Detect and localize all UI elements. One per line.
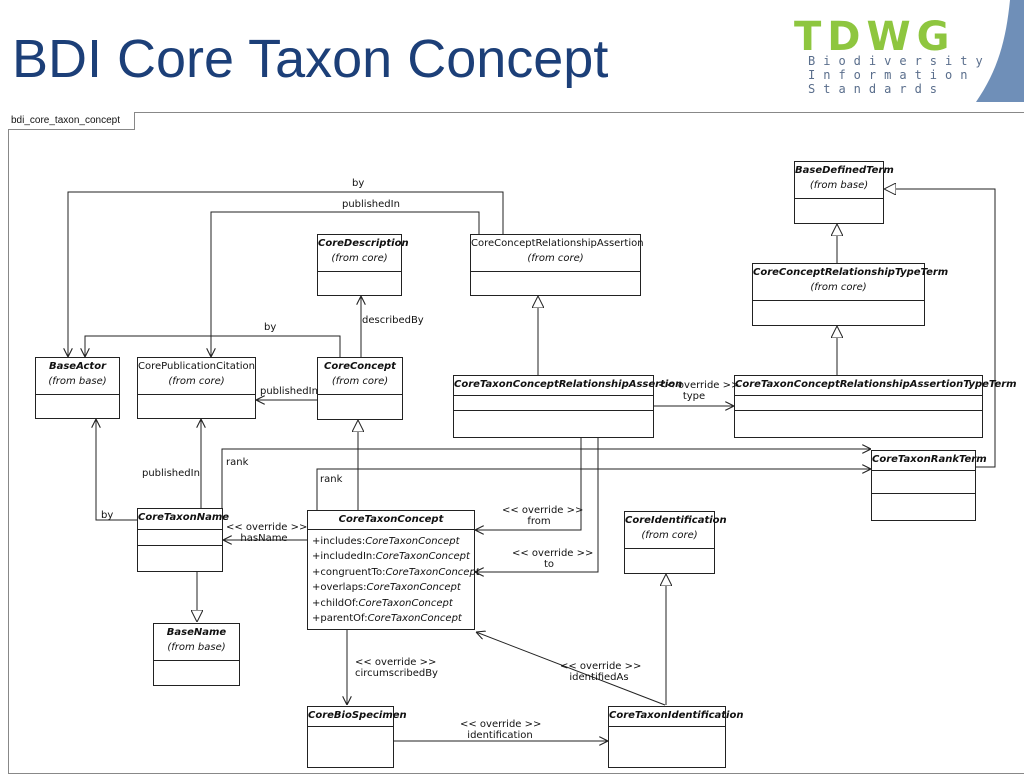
label-published-in-mid: publishedIn bbox=[260, 386, 318, 397]
label-by-mid: by bbox=[264, 322, 277, 333]
diagram-frame-tab: bdi_core_taxon_concept bbox=[8, 112, 135, 130]
class-name: CoreIdentification bbox=[625, 515, 727, 526]
class-core-taxon-rank-term[interactable]: CoreTaxonRankTerm bbox=[871, 450, 987, 521]
class-core-concept-relationship-type-term[interactable]: CoreConceptRelationshipTypeTerm (from co… bbox=[752, 263, 949, 326]
label-described-by: describedBy bbox=[362, 315, 424, 326]
class-base-defined-term[interactable]: BaseDefinedTerm (from base) bbox=[794, 161, 894, 224]
logo-line-1: Biodiversity bbox=[808, 54, 991, 68]
assoc-override-identified-as bbox=[476, 632, 666, 706]
class-name: CoreConcept bbox=[324, 361, 396, 372]
logo-line-2: Information bbox=[808, 68, 976, 82]
class-name: CoreTaxonRankTerm bbox=[872, 454, 987, 465]
label-override-circumscribed: << override >>circumscribedBy bbox=[355, 657, 438, 679]
class-core-taxon-concept-relationship-assertion[interactable]: CoreTaxonConceptRelationshipAssertion bbox=[453, 375, 683, 438]
class-name: CoreTaxonConceptRelationshipAssertion bbox=[454, 379, 683, 390]
attribute-overlaps: +overlaps:CoreTaxonConcept bbox=[312, 582, 461, 593]
label-published-in-low: publishedIn bbox=[142, 468, 200, 479]
attribute-parent-of: +parentOf:CoreTaxonConcept bbox=[312, 613, 462, 624]
assoc-override-from bbox=[475, 438, 582, 530]
class-stereotype: (from core) bbox=[168, 376, 225, 387]
class-name: CoreConceptRelationshipTypeTerm bbox=[753, 267, 949, 278]
assoc-by-low bbox=[96, 419, 137, 521]
class-name: CoreTaxonName bbox=[138, 512, 230, 523]
class-name: CoreDescription bbox=[318, 238, 409, 249]
assoc-rank-top bbox=[221, 449, 871, 508]
class-stereotype: (from core) bbox=[331, 376, 389, 387]
class-stereotype: (from core) bbox=[527, 253, 584, 264]
label-override-to: << override >>to bbox=[512, 548, 594, 570]
label-override-hasname: << override >>hasName bbox=[226, 522, 308, 544]
attribute-child-of: +childOf:CoreTaxonConcept bbox=[312, 598, 453, 609]
label-override-type: << override >>type bbox=[658, 380, 740, 402]
class-name: BaseName bbox=[166, 627, 227, 638]
label-override-identification: << override >>identification bbox=[460, 719, 542, 741]
class-core-concept-relationship-assertion[interactable]: CoreConceptRelationshipAssertion (from c… bbox=[470, 234, 644, 296]
class-core-identification[interactable]: CoreIdentification (from core) bbox=[624, 511, 727, 574]
assoc-by-mid bbox=[85, 335, 341, 357]
slide-title: BDI Core Taxon Concept bbox=[12, 29, 609, 89]
class-name: CoreConceptRelationshipAssertion bbox=[471, 238, 644, 249]
logo-line-3: Standards bbox=[808, 82, 946, 96]
class-stereotype: (from base) bbox=[809, 180, 869, 191]
class-stereotype: (from base) bbox=[167, 642, 226, 653]
class-core-taxon-identification[interactable]: CoreTaxonIdentification bbox=[608, 706, 744, 768]
label-by-top: by bbox=[352, 178, 365, 189]
gen-rank-term-to-defined bbox=[884, 189, 996, 468]
logo-word: TDWG bbox=[794, 14, 956, 60]
class-stereotype: (from core) bbox=[810, 282, 867, 293]
attribute-includes: +includes:CoreTaxonConcept bbox=[312, 536, 460, 547]
label-override-identified-as: << override >>identifiedAs bbox=[560, 661, 642, 683]
assoc-rank-mid bbox=[316, 469, 871, 510]
class-core-description[interactable]: CoreDescription (from core) bbox=[317, 234, 409, 296]
class-core-taxon-concept[interactable]: CoreTaxonConcept +includes:CoreTaxonConc… bbox=[307, 510, 480, 630]
class-base-actor[interactable]: BaseActor (from base) bbox=[35, 357, 120, 419]
class-stereotype: (from core) bbox=[641, 530, 698, 541]
class-name: CoreBioSpecimen bbox=[308, 710, 407, 721]
attribute-congruent-to: +congruentTo:CoreTaxonConcept bbox=[312, 567, 480, 578]
class-base-name[interactable]: BaseName (from base) bbox=[153, 623, 240, 686]
label-published-in-top: publishedIn bbox=[342, 199, 400, 210]
class-name: CoreTaxonConceptRelationshipAssertionTyp… bbox=[735, 379, 1017, 390]
class-stereotype: (from base) bbox=[48, 376, 107, 387]
label-by-low: by bbox=[101, 510, 114, 521]
tdwg-logo: TDWG Biodiversity Information Standards bbox=[790, 14, 983, 100]
corner-band bbox=[976, 0, 1024, 102]
label-rank-mid: rank bbox=[320, 474, 343, 485]
assoc-override-to bbox=[475, 438, 599, 572]
class-stereotype: (from core) bbox=[331, 253, 388, 264]
class-core-publication-citation[interactable]: CorePublicationCitation (from core) bbox=[137, 357, 256, 419]
assoc-by-top bbox=[68, 191, 504, 357]
class-name: BaseDefinedTerm bbox=[795, 165, 894, 176]
class-core-concept[interactable]: CoreConcept (from core) bbox=[317, 357, 403, 420]
attribute-included-in: +includedIn:CoreTaxonConcept bbox=[312, 551, 470, 562]
class-name: CorePublicationCitation bbox=[138, 361, 255, 372]
label-rank-top: rank bbox=[226, 457, 249, 468]
assoc-published-in-top bbox=[211, 211, 480, 357]
class-core-taxon-concept-relationship-assertion-type-term[interactable]: CoreTaxonConceptRelationshipAssertionTyp… bbox=[734, 375, 1017, 438]
label-override-from: << override >>from bbox=[502, 505, 584, 527]
class-core-taxon-name[interactable]: CoreTaxonName bbox=[137, 508, 230, 572]
class-name: BaseActor bbox=[48, 361, 107, 372]
class-core-bio-specimen[interactable]: CoreBioSpecimen bbox=[307, 706, 407, 768]
class-name: CoreTaxonIdentification bbox=[609, 710, 744, 721]
class-name: CoreTaxonConcept bbox=[338, 514, 444, 525]
